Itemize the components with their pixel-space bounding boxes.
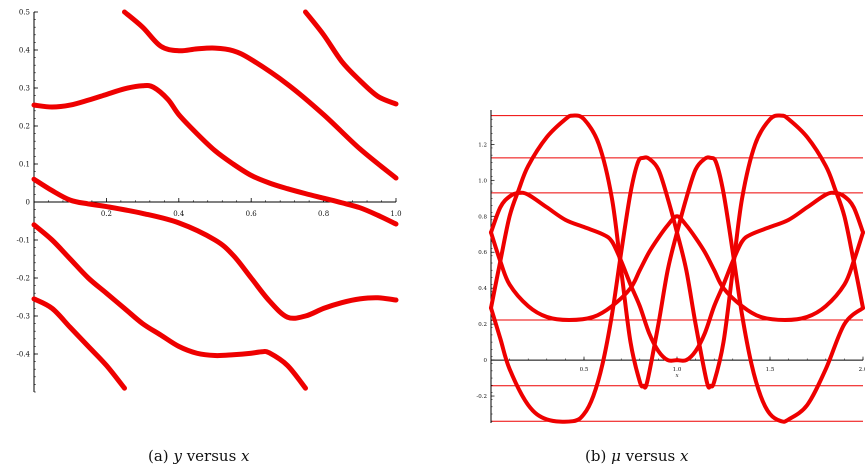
panel-b-x-tick-label: 1.0 [673,367,682,373]
caption-b: (b) μ versus x [585,447,688,465]
panel-a-y-tick-label: 0 [26,199,30,207]
panel-a-y-tick-label: -0.4 [17,351,31,359]
panel-a-y-tick-label: -0.2 [17,275,31,283]
panel-b-series-1-line [489,113,865,424]
panel-b-y-tick-label: 0 [484,358,488,364]
panel-a-x-tick-label: 1.0 [390,210,401,218]
caption-a-yvar: y [173,447,182,465]
panel-a-series-1-line [122,9,399,181]
panel-a-series-3-line [31,176,399,321]
caption-b-yvar: μ [611,447,621,465]
panel-a-series-6-line [31,296,127,391]
panel-b-series-5-line [489,214,865,322]
panel-b-x-tick-label: 0.5 [580,367,589,373]
panel-a-x-tick-label: 0.2 [101,210,112,218]
panel-a-x-tick-label: 0.6 [246,210,258,218]
panel-b-series-2-line [489,113,865,424]
panel-b-series-3-line [489,190,679,363]
caption-a-sep: versus [181,447,242,465]
panel-a-series-2-line [31,82,399,227]
panel-a-x-tick-label: 0.8 [318,210,329,218]
panel-b-y-tick-label: 0.4 [478,286,487,292]
caption-a-xvar: x [241,447,250,465]
panel-b-y-tick-label: 1.0 [478,178,487,184]
panel-a-y-tick-label: 0.2 [19,123,30,131]
panel-a-y-tick-label: 0.5 [19,9,30,17]
panel-a-series-5-line [303,9,399,107]
panel-b-x-axis-label: x [675,373,679,379]
caption-a-tag: (a) [148,447,169,465]
panel-a-y-tick-label: 0.3 [19,85,30,93]
caption-a: (a) y versus x [148,447,250,465]
caption-b-tag: (b) [585,447,607,465]
panel-a-x-tick-label: 0.4 [173,210,185,218]
panel-b-x-tick-label: 1.5 [766,367,775,373]
panel-b-y-tick-label: 0.6 [478,250,487,256]
panel-a-line-chart: 0.5 0.4 0.3 0.2 0.1 0 -0.1 -0.2 -0.3 -0.4 0.2 0.4 0.… [17,9,402,393]
panel-b-y-tick-label: 0.2 [478,322,487,328]
panel-b-y-tick-label: 0.8 [478,214,487,220]
panel-a-y-tick-label: -0.1 [17,237,31,245]
panel-a-y-tick-label: 0.1 [19,161,30,169]
panel-b-line-chart: 1.2 1.0 0.8 0.6 0.4 0.2 0 -0.2 0.5 1.0 1.5 2.0 x [476,110,865,424]
panel-b-x-tick-label: 2.0 [859,367,865,373]
panel-b-y-tick-label: 1.2 [478,142,487,148]
panel-a-y-tick-label: 0.4 [19,47,31,55]
caption-b-sep: versus [620,447,680,465]
panel-b-series-4-line [675,190,865,363]
panel-a-y-tick-label: -0.3 [17,313,31,321]
caption-b-xvar: x [679,447,689,465]
panel-b-y-tick-label: -0.2 [476,394,487,400]
panel-a-series-4-line [31,222,308,391]
